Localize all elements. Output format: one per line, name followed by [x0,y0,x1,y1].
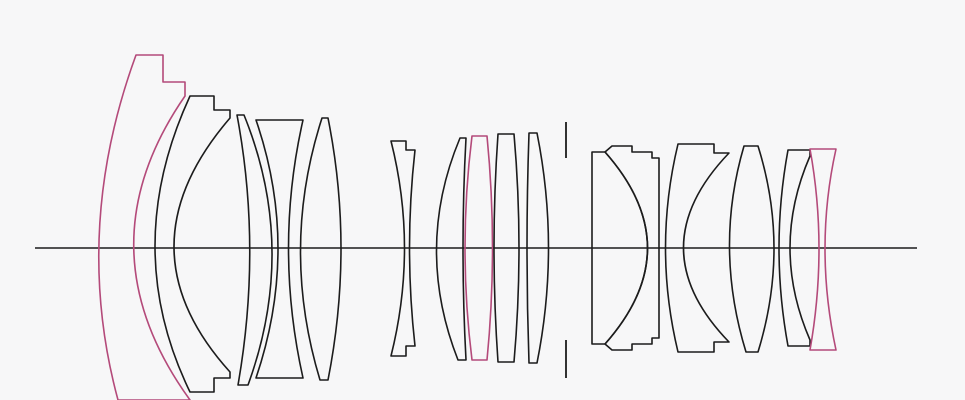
lens-element-16 [809,148,837,351]
lens-element-15 [778,149,811,347]
lens-element-5 [299,117,342,381]
lens-element-4 [255,119,304,379]
lens-element-12 [604,145,660,351]
lens-element-14 [728,145,775,353]
lens-element-1 [97,54,191,400]
lens-element-6 [390,140,416,357]
lens-element-8 [464,135,494,361]
lens-element-3 [236,114,273,386]
lens-element-9 [493,133,520,363]
lens-element-2 [154,95,231,393]
lens-element-13 [664,143,730,353]
lens-element-10 [526,132,550,364]
lens-element-7 [435,137,467,361]
